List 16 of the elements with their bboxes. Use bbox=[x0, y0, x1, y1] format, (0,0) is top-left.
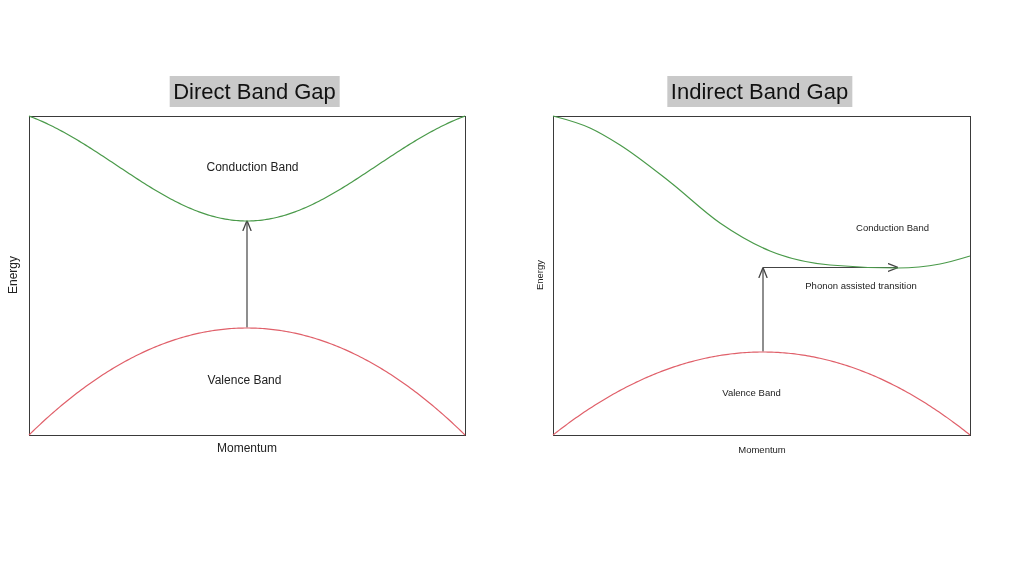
axis-label: Momentum bbox=[738, 444, 786, 456]
band-label: Conduction Band bbox=[856, 222, 929, 233]
valence-band-curve bbox=[551, 350, 971, 436]
axis-label: Energy bbox=[534, 259, 546, 291]
band-label: Valence Band bbox=[722, 388, 781, 399]
conduction-band-curve bbox=[27, 114, 466, 222]
axis-label: Momentum bbox=[217, 442, 277, 456]
edge-label: Phonon assisted transition bbox=[803, 280, 919, 292]
valence-band-curve bbox=[27, 326, 466, 436]
conduction-band-curve bbox=[551, 114, 971, 269]
panel-title: Direct Band Gap bbox=[169, 75, 340, 107]
axis-label: Energy bbox=[7, 256, 21, 294]
band-label: Conduction Band bbox=[206, 160, 299, 175]
arrow bbox=[242, 219, 252, 329]
panel-title: Indirect Band Gap bbox=[666, 75, 853, 107]
band-label: Valence Band bbox=[207, 373, 282, 388]
